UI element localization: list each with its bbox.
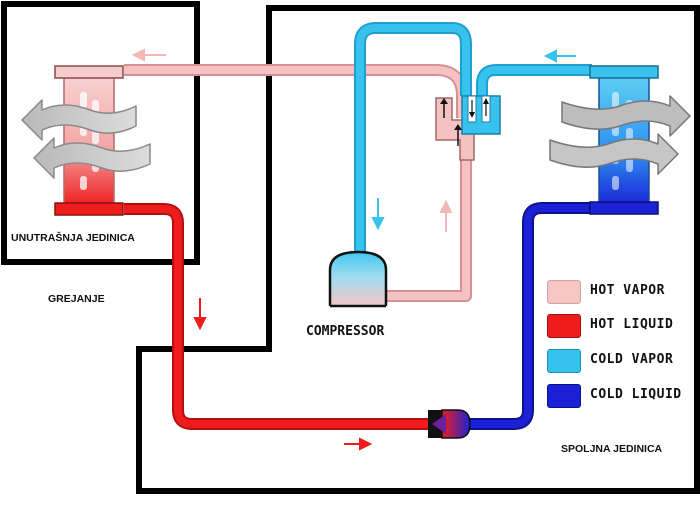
flow-arrow-hot-vapor-up [439, 199, 453, 232]
indoor-coil [54, 65, 124, 216]
legend-swatch-hot-liquid [547, 314, 581, 338]
legend-swatch-hot-vapor [547, 280, 581, 304]
reversing-valve [435, 95, 501, 161]
flow-arrow-cold-vapor-top [543, 49, 576, 63]
legend-label-cold-vapor: COLD VAPOR [590, 352, 674, 367]
flow-arrows [131, 48, 576, 451]
mode-label: GREJANJE [48, 293, 105, 305]
flow-arrow-hot-liquid-down [193, 298, 207, 331]
compressor-label: COMPRESSOR [306, 324, 385, 339]
flow-arrow-hot-vapor-top [131, 48, 166, 62]
flow-arrow-hot-liquid-right [344, 437, 373, 451]
outdoor-unit-boundary [136, 5, 700, 494]
cold-vapor-pipes [354, 22, 592, 258]
hot-liquid-pipe [124, 203, 430, 430]
legend-label-cold-liquid: COLD LIQUID [590, 387, 682, 402]
legend-swatch-cold-liquid [547, 384, 581, 408]
cold-liquid-pipe [464, 202, 592, 430]
indoor-airflow-arrows [21, 99, 151, 179]
outdoor-unit-label: SPOLJNA JEDINICA [561, 443, 663, 455]
flow-arrow-cold-vapor-down [371, 198, 385, 231]
legend-label-hot-liquid: HOT LIQUID [590, 317, 674, 332]
indoor-unit-boundary [1, 1, 200, 265]
outdoor-airflow-arrows [549, 95, 691, 175]
legend-label-hot-vapor: HOT VAPOR [590, 283, 665, 298]
expansion-valve [428, 409, 471, 439]
compressor [328, 250, 388, 308]
indoor-unit-label: UNUTRAŠNJA JEDINICA [11, 232, 135, 244]
legend-swatch-cold-vapor [547, 349, 581, 373]
